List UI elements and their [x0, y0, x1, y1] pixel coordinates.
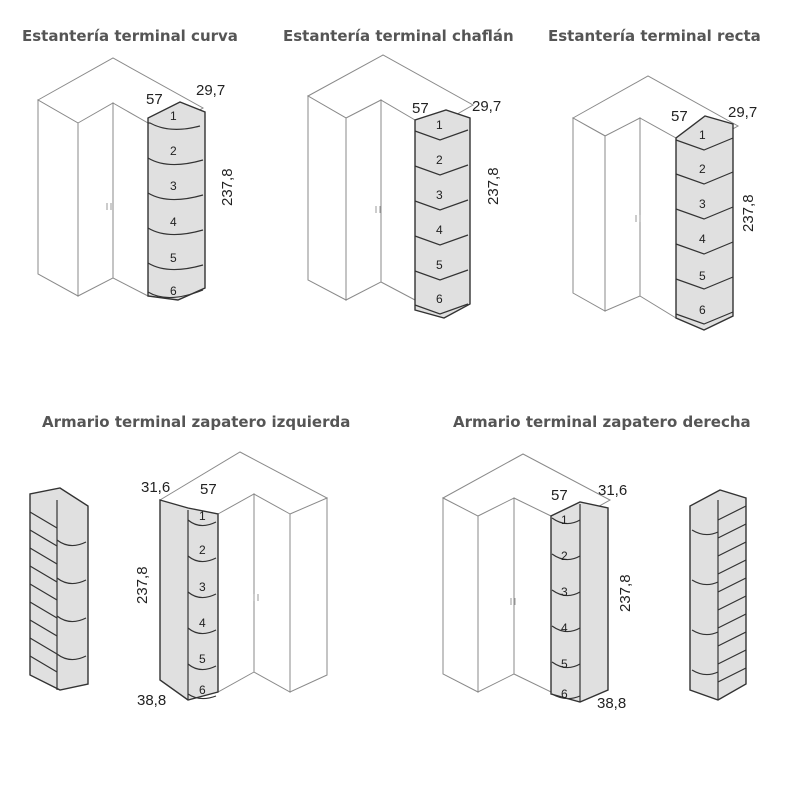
- shelf-label: 4: [561, 621, 568, 635]
- width-dimension: 57: [200, 481, 217, 498]
- height-dimension: 237,8: [134, 566, 151, 604]
- separate-shoe-rack: [29, 487, 89, 691]
- shelf-label: 5: [561, 657, 568, 671]
- diagram-chaflan: 1 2 3 4 5 6 57 29,7 237,8: [306, 54, 502, 319]
- shelf-label: 5: [170, 251, 177, 265]
- shelf-unit: [675, 115, 734, 331]
- shelf-label: 6: [170, 284, 177, 298]
- shelf-label: 1: [561, 513, 568, 527]
- shelf-label: 6: [699, 303, 706, 317]
- shelf-label: 1: [699, 128, 706, 142]
- shelf-unit: [147, 101, 206, 301]
- width-dimension: 57: [412, 100, 429, 117]
- shelf-label: 5: [436, 258, 443, 272]
- shelf-label: 2: [170, 144, 177, 158]
- shelf-label: 3: [436, 188, 443, 202]
- shelf-label: 4: [699, 232, 706, 246]
- depth-dimension: 29,7: [728, 104, 757, 121]
- depth-dimension: 31,6: [598, 482, 627, 499]
- shelf-label: 6: [436, 292, 443, 306]
- shelf-label: 1: [170, 109, 177, 123]
- depth-dimension: 29,7: [196, 82, 225, 99]
- shelf-label: 3: [699, 197, 706, 211]
- title-estanteria-recta: Estantería terminal recta: [548, 27, 761, 45]
- title-zapatero-derecha: Armario terminal zapatero derecha: [453, 413, 751, 431]
- height-dimension: 237,8: [740, 194, 757, 232]
- height-dimension: 237,8: [219, 168, 236, 206]
- shelf-label: 2: [561, 549, 568, 563]
- separate-shoe-rack: [689, 489, 747, 701]
- shelf-label: 4: [436, 223, 443, 237]
- bottom-dimension: 38,8: [597, 695, 626, 712]
- title-estanteria-chaflan: Estantería terminal chaflán: [283, 27, 514, 45]
- height-dimension: 237,8: [485, 167, 502, 205]
- end-shoe-cabinet: [159, 499, 219, 701]
- diagram-curva: 1 2 3 4 5 6 57 29,7 237,8: [36, 57, 236, 301]
- shelf-label: 3: [170, 179, 177, 193]
- shelf-label: 5: [699, 269, 706, 283]
- unit-body: [414, 109, 471, 319]
- shelf-label: 6: [561, 687, 568, 701]
- depth-dimension: 31,6: [141, 479, 170, 496]
- shelf-label: 1: [436, 118, 443, 132]
- shelf-label: 1: [199, 509, 206, 523]
- shelf-unit: [414, 109, 471, 319]
- unit-body: [159, 499, 219, 701]
- shelf-label: 3: [199, 580, 206, 594]
- bottom-dimension: 38,8: [137, 692, 166, 709]
- shelf-label: 3: [561, 585, 568, 599]
- corner-wardrobe: [158, 451, 329, 693]
- width-dimension: 57: [551, 487, 568, 504]
- shelf-label: 4: [170, 215, 177, 229]
- shelf-label: 5: [199, 652, 206, 666]
- depth-dimension: 29,7: [472, 98, 501, 115]
- end-shoe-cabinet: [550, 501, 609, 703]
- unit-body: [675, 115, 734, 331]
- shelf-label: 2: [199, 543, 206, 557]
- shelf-label: 6: [199, 683, 206, 697]
- shelf-label: 4: [199, 616, 206, 630]
- shelf-label: 2: [699, 162, 706, 176]
- title-estanteria-curva: Estantería terminal curva: [22, 27, 238, 45]
- unit-body: [147, 101, 206, 301]
- diagram-zapatero-derecha: 1 2 3 4 5 6 57 31,6 237,8 38,8: [441, 453, 747, 712]
- height-dimension: 237,8: [617, 574, 634, 612]
- diagram-zapatero-izquierda: 1 2 3 4 5 6 31,6 57 237,8 38,8: [29, 451, 329, 709]
- width-dimension: 57: [146, 91, 163, 108]
- width-dimension: 57: [671, 108, 688, 125]
- title-zapatero-izquierda: Armario terminal zapatero izquierda: [42, 413, 351, 431]
- diagram-recta: 1 2 3 4 5 6 57 29,7 237,8: [571, 75, 757, 331]
- shelf-label: 2: [436, 153, 443, 167]
